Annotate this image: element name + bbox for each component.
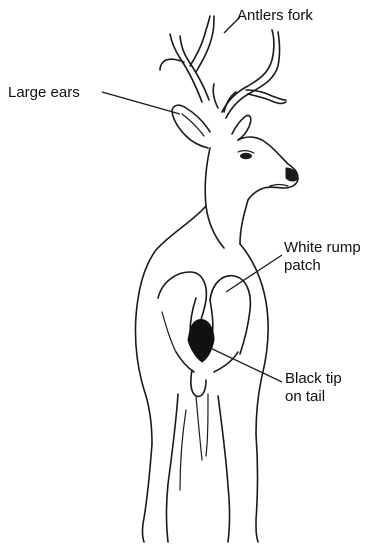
head — [238, 137, 298, 200]
label-rump-line2: patch — [284, 257, 361, 275]
label-rump-line1: White rump — [284, 239, 361, 257]
ears — [172, 105, 251, 148]
antlers — [160, 16, 286, 118]
label-black-tip-on-tail: Black tip on tail — [285, 370, 342, 406]
label-antlers-fork: Antlers fork — [237, 7, 313, 25]
neck — [205, 148, 248, 248]
label-tail-line1: Black tip — [285, 370, 342, 388]
label-antlers-text: Antlers fork — [237, 7, 313, 25]
label-white-rump-patch: White rump patch — [284, 239, 361, 275]
leader-rump — [226, 255, 282, 292]
leader-ears — [102, 92, 180, 114]
leader-tail — [206, 346, 282, 382]
label-large-ears: Large ears — [8, 84, 80, 102]
label-ears-text: Large ears — [8, 84, 80, 102]
label-tail-line2: on tail — [285, 388, 342, 406]
body — [135, 206, 268, 542]
